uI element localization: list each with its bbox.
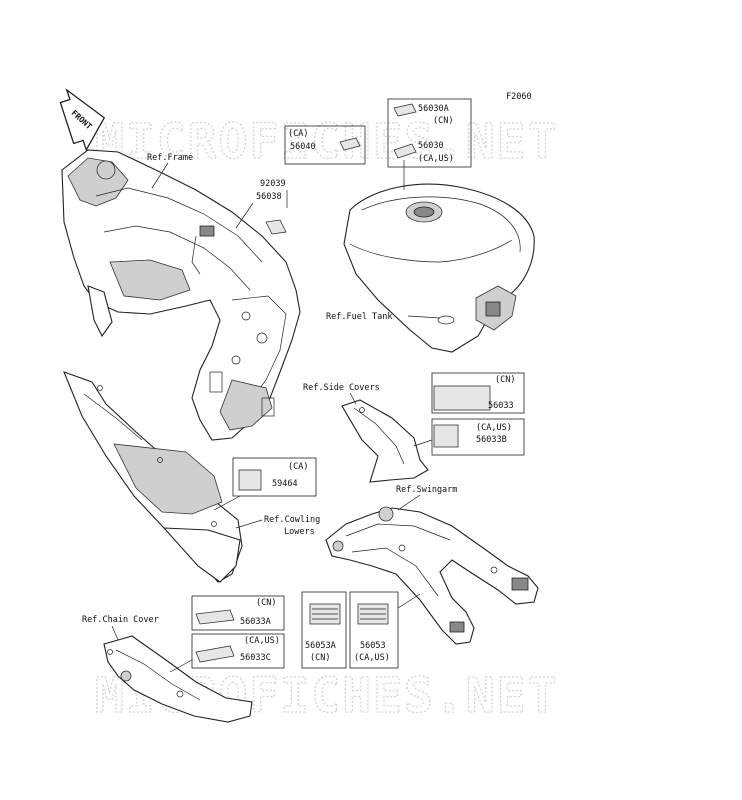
decal-56038 [265, 219, 287, 235]
ref-cowling-label: Ref.Cowling [264, 515, 320, 525]
decal-59464 [238, 469, 262, 491]
side-cover-illustration [341, 399, 429, 483]
decal-56030A [393, 103, 417, 117]
part-56053A-region: (CN) [310, 653, 330, 663]
part-56040-label: 56040 [290, 142, 316, 152]
swingarm-illustration [325, 506, 539, 645]
part-56033A-label: 56033A [240, 617, 271, 627]
part-56033A-region: (CN) [256, 598, 276, 608]
part-56040-region: (CA) [288, 129, 308, 139]
part-92039-label: 92039 [260, 179, 286, 189]
callout-56053A-box [301, 591, 347, 669]
decal-56033A [195, 609, 235, 625]
front-arrow-icon: FRONT [59, 88, 106, 152]
decal-56030 [393, 143, 417, 159]
part-59464-label: 59464 [272, 479, 298, 489]
callout-56033-box [431, 372, 525, 414]
ref-fuel-tank-label: Ref.Fuel Tank [326, 312, 393, 322]
decal-56033C [195, 645, 235, 663]
part-56053-label: 56053 [360, 641, 386, 651]
callout-56053-box [349, 591, 399, 669]
part-56033-region: (CN) [495, 375, 515, 385]
part-56038-label: 56038 [256, 192, 282, 202]
part-56033B-label: 56033B [476, 435, 507, 445]
decal-56033B [433, 424, 459, 448]
part-56030-label: 56030 [418, 141, 444, 151]
ref-side-covers-label: Ref.Side Covers [303, 383, 380, 393]
callout-56033C-box [191, 633, 285, 669]
part-56033C-region: (CA,US) [244, 636, 280, 646]
part-56033B-region: (CA,US) [476, 423, 512, 433]
ref-chain-cover-label: Ref.Chain Cover [82, 615, 159, 625]
chain-cover-illustration [103, 635, 253, 723]
frame-illustration [61, 149, 301, 441]
part-56033C-label: 56033C [240, 653, 271, 663]
diagram-id: F2060 [506, 92, 532, 102]
part-56030A-region: (CN) [433, 116, 453, 126]
cowling-lowers-illustration [63, 371, 243, 583]
part-56033-label: 56033 [488, 401, 514, 411]
decal-56033 [433, 385, 491, 411]
callout-56033B-box [431, 418, 525, 456]
fuel-tank-illustration [343, 183, 535, 353]
part-59464-region: (CA) [288, 462, 308, 472]
ref-cowling-label-2: Lowers [284, 527, 315, 537]
part-56030A-label: 56030A [418, 104, 449, 114]
callout-56040-box [284, 125, 366, 165]
ref-frame-label: Ref.Frame [147, 153, 193, 163]
part-56053-region: (CA,US) [354, 653, 390, 663]
decal-56040 [339, 137, 361, 151]
callout-56033A-box [191, 595, 285, 631]
callout-56030-box [387, 98, 472, 168]
callout-59464-box [232, 457, 317, 497]
part-56053A-label: 56053A [305, 641, 336, 651]
watermark-top: MICROFICHES.NET [95, 114, 558, 170]
part-56030-region: (CA,US) [418, 154, 454, 164]
ref-swingarm-label: Ref.Swingarm [396, 485, 457, 495]
